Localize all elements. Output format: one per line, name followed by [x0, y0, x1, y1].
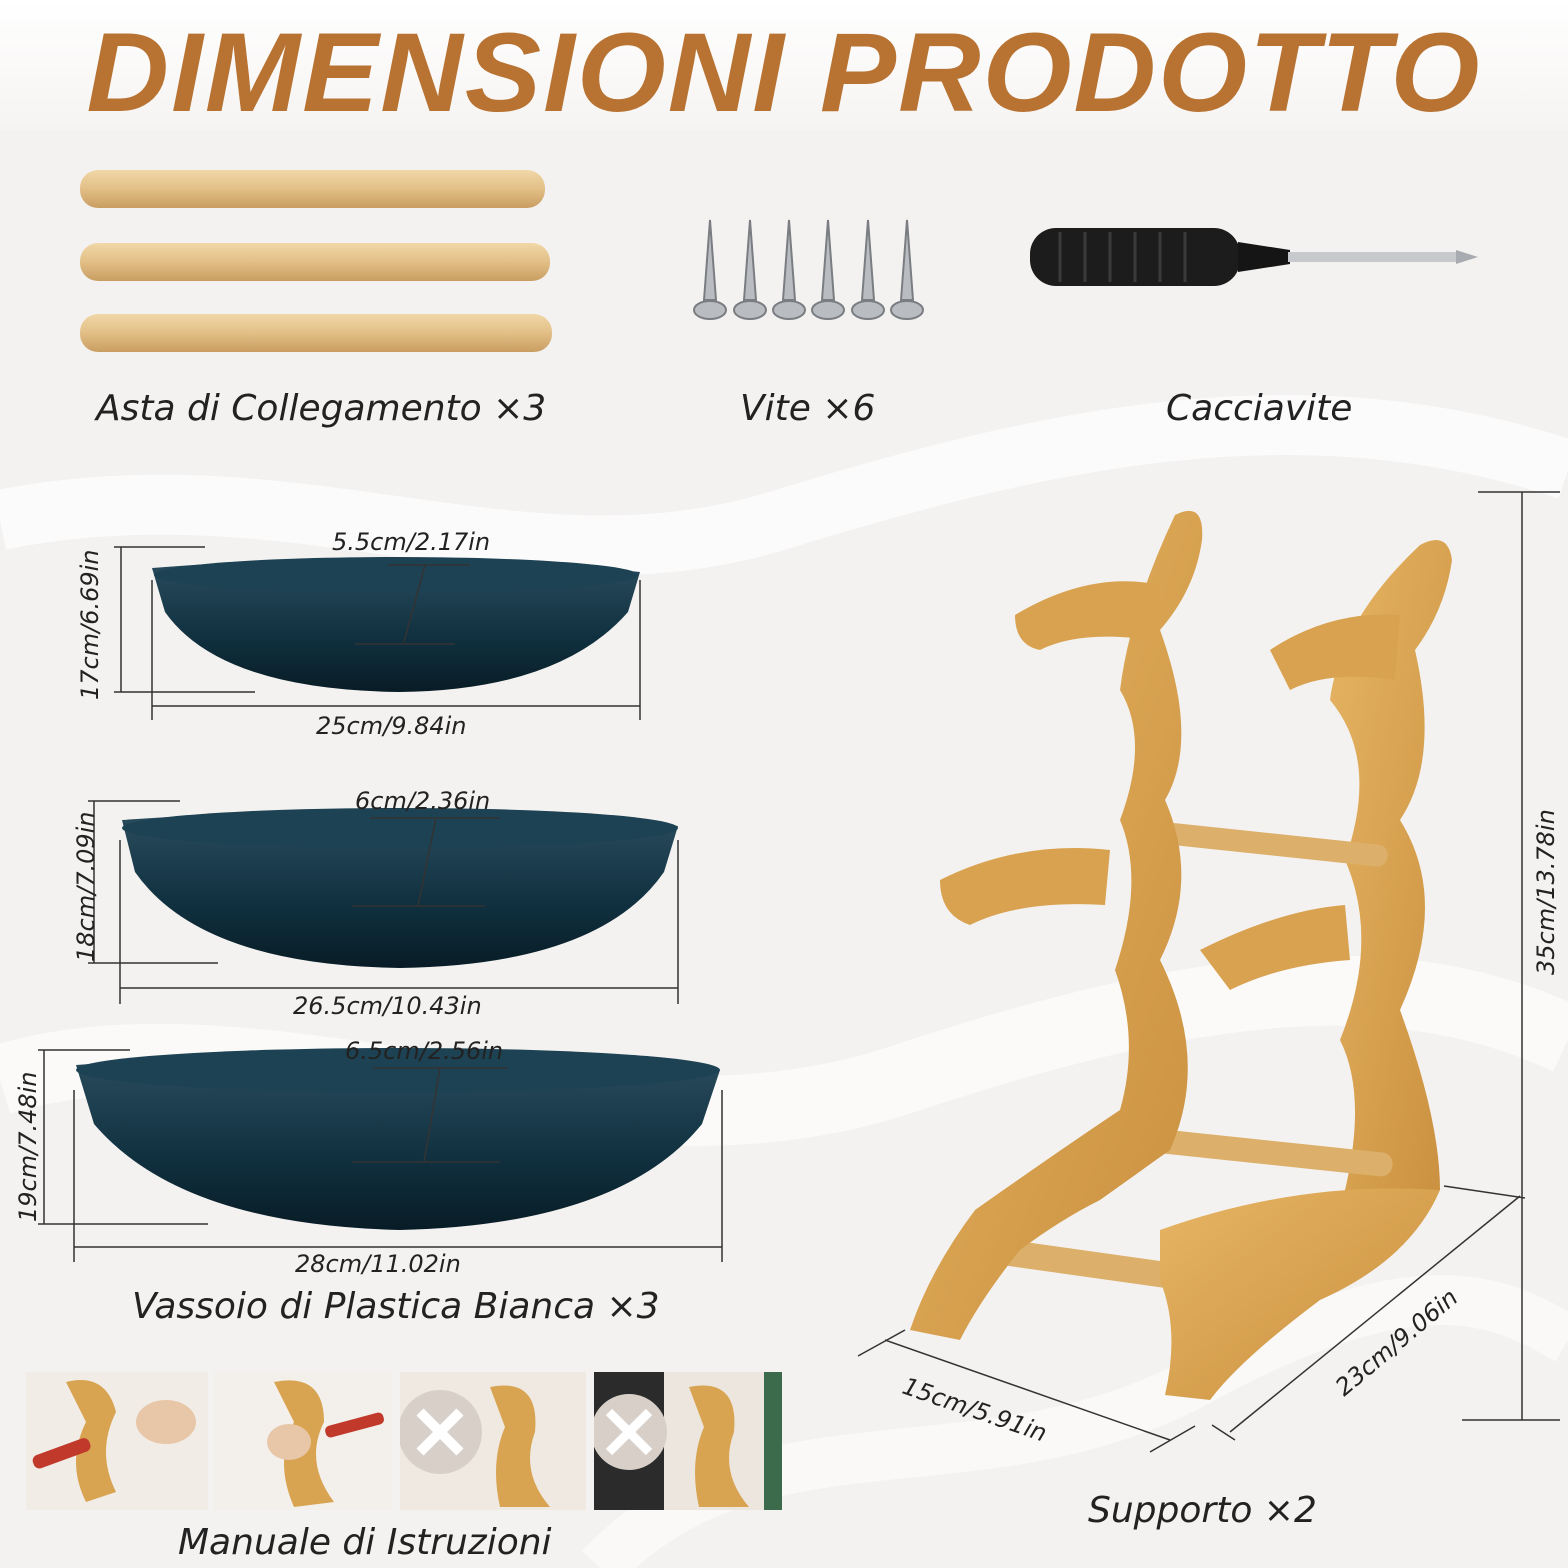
tray-3-width: 28cm/11.02in — [295, 1250, 461, 1278]
stand-base — [1160, 1188, 1440, 1400]
stand-dimension-lines — [857, 491, 1560, 1453]
screw-4 — [811, 219, 845, 320]
tray-2-width: 26.5cm/10.43in — [293, 992, 482, 1020]
screw-3 — [772, 219, 806, 320]
stand-rod-bottom — [972, 1236, 1212, 1293]
page-title: DIMENSIONI PRODOTTO — [86, 10, 1482, 135]
stand-rod-top — [1143, 820, 1388, 867]
stand-label: Supporto ×2 — [1088, 1490, 1317, 1531]
instruction-photo-3 — [400, 1372, 586, 1510]
rods-label: Asta di Collegamento ×3 — [96, 388, 547, 429]
screw-5 — [851, 219, 885, 320]
tray-1 — [152, 557, 640, 692]
instruction-photo-4 — [594, 1372, 782, 1510]
screws-label: Vite ×6 — [740, 388, 876, 429]
title-band — [0, 0, 1568, 130]
rod-3 — [80, 314, 552, 352]
rod-2 — [80, 243, 550, 281]
stand-back-frame — [1330, 540, 1452, 1210]
tray-1-depth: 5.5cm/2.17in — [332, 528, 491, 556]
tray-dimension-lines — [38, 546, 723, 1262]
rod-1 — [80, 170, 545, 208]
tray-3 — [76, 1048, 720, 1230]
tray-2 — [122, 808, 678, 968]
manual-label: Manuale di Istruzioni — [178, 1522, 552, 1563]
stand-front-frame — [910, 510, 1203, 1341]
tray-2-depth: 6cm/2.36in — [355, 787, 491, 815]
screw-1 — [693, 219, 727, 320]
stand-rod-middle — [1148, 1129, 1393, 1177]
instruction-photo-2 — [214, 1372, 392, 1510]
screwdriver-label: Cacciavite — [1166, 388, 1353, 429]
trays-label: Vassoio di Plastica Bianca ×3 — [132, 1286, 660, 1327]
stand-height: 35cm/13.78in — [1532, 809, 1560, 975]
screw-2 — [733, 219, 767, 320]
tray-3-depth: 6.5cm/2.56in — [345, 1037, 504, 1065]
screw-6 — [890, 219, 924, 320]
instruction-photo-1 — [26, 1372, 208, 1510]
tray-1-width: 25cm/9.84in — [316, 712, 467, 740]
